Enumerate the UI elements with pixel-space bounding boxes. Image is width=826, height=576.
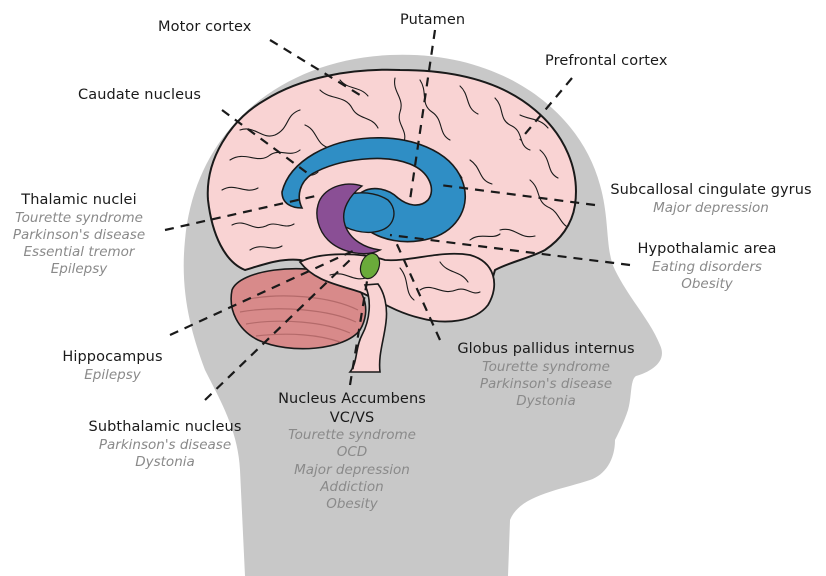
label-globus-pallidus-internus: Globus pallidus internus Tourette syndro… [446,340,646,410]
label-subcallosal-cingulate-gyrus: Subcallosal cingulate gyrus Major depres… [598,181,824,217]
thalamic-nuclei-title: Thalamic nuclei [5,191,153,210]
label-motor-cortex: Motor cortex [158,18,251,37]
subcallosal-cingulate-gyrus-title: Subcallosal cingulate gyrus [598,181,824,200]
subthalamic-nucleus-title: Subthalamic nucleus [80,418,250,437]
condition-text: Tourette syndrome [5,210,153,227]
condition-text: Epilepsy [55,367,170,384]
condition-text: Dystonia [446,393,646,410]
hippocampus-title: Hippocampus [55,348,170,367]
putamen-title: Putamen [400,11,465,30]
globus-pallidus-internus-title: Globus pallidus internus [446,340,646,359]
label-hypothalamic-area: Hypothalamic area Eating disorders Obesi… [622,240,792,293]
label-caudate-nucleus: Caudate nucleus [78,86,201,105]
condition-text: Obesity [268,496,436,513]
label-prefrontal-cortex: Prefrontal cortex [545,52,668,71]
condition-text: Eating disorders [622,259,792,276]
condition-text: Parkinson's disease [80,437,250,454]
condition-text: OCD [268,444,436,461]
condition-text: Major depression [598,200,824,217]
label-subthalamic-nucleus: Subthalamic nucleus Parkinson's disease … [80,418,250,471]
hypothalamic-area-title: Hypothalamic area [622,240,792,259]
label-nucleus-accumbens: Nucleus Accumbens VC/VS Tourette syndrom… [268,390,436,513]
motor-cortex-title: Motor cortex [158,18,251,37]
condition-text: Essential tremor [5,244,153,261]
condition-text: Parkinson's disease [5,227,153,244]
condition-text: Tourette syndrome [446,359,646,376]
label-hippocampus: Hippocampus Epilepsy [55,348,170,384]
condition-text: Dystonia [80,454,250,471]
condition-text: Addiction [268,479,436,496]
nucleus-accumbens-subtitle: VC/VS [268,409,436,428]
condition-text: Obesity [622,276,792,293]
condition-text: Tourette syndrome [268,427,436,444]
label-putamen: Putamen [400,11,465,30]
prefrontal-cortex-title: Prefrontal cortex [545,52,668,71]
condition-text: Parkinson's disease [446,376,646,393]
label-thalamic-nuclei: Thalamic nuclei Tourette syndrome Parkin… [5,191,153,279]
condition-text: Major depression [268,462,436,479]
caudate-nucleus-title: Caudate nucleus [78,86,201,105]
nucleus-accumbens-title: Nucleus Accumbens [268,390,436,409]
condition-text: Epilepsy [5,261,153,278]
